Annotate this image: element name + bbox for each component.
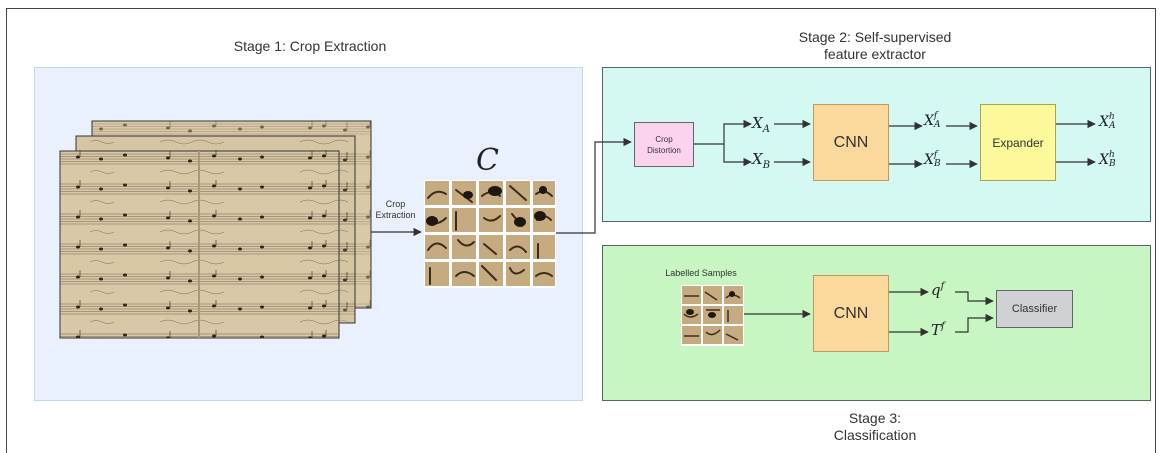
crop-extraction-line2: Extraction (375, 210, 416, 220)
stage3-title-line1: Stage 3: (848, 410, 902, 426)
expander-box: Expander (980, 104, 1056, 181)
labelled-samples-label: Labelled Samples (665, 268, 737, 278)
var-tf: Tf (931, 321, 945, 339)
crop-tiles-grid (424, 180, 556, 288)
crop-extraction-line1: Crop (385, 199, 406, 209)
classifier-box: Classifier (996, 290, 1073, 328)
crop-distortion-box: Crop Distortion (634, 122, 694, 167)
labelled-samples-grid (681, 285, 744, 346)
var-xa: XA (752, 114, 770, 135)
stage2-title-line2: feature extractor (824, 46, 926, 62)
stage3-title-line2: Classification (833, 427, 917, 443)
crop-distortion-line2: Distortion (647, 145, 681, 155)
cnn-box-stage3: CNN (813, 275, 889, 352)
crop-set-symbol: C (476, 143, 499, 178)
var-xb: XB (752, 150, 771, 171)
stage3-title: Stage 3: Classification (740, 410, 1010, 444)
outer-frame (6, 8, 1156, 453)
var-qf: qf (931, 281, 945, 299)
cnn-box-stage2: CNN (813, 104, 889, 181)
crop-distortion-line1: Crop (655, 134, 673, 144)
stage1-title: Stage 1: Crop Extraction (233, 38, 387, 54)
stage2-title-line1: Stage 2: Self-supervised (798, 29, 952, 45)
stage2-title: Stage 2: Self-supervised feature extract… (740, 29, 1010, 63)
crop-extraction-label: Crop Extraction (368, 199, 423, 221)
